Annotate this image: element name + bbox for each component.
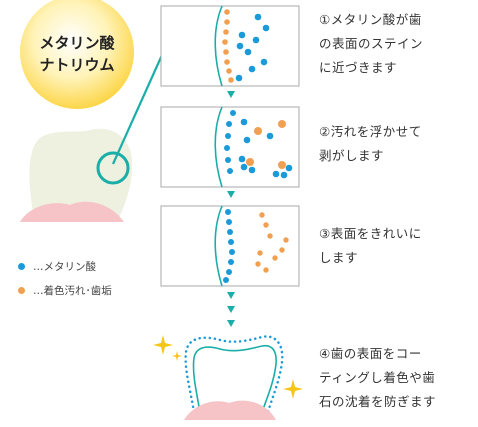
arrow-down-icon [227,320,235,327]
legend-label: …着色汚れ･歯垢 [33,285,112,297]
blue-dot-icon [18,263,25,270]
particles-panel-1 [222,9,270,83]
step-line: ①メタリン酸が歯 [319,12,422,27]
step-line: ②汚れを浮かせて [319,124,422,139]
step-line: ③表面をきれいに [319,226,422,241]
sparkle-icon [172,351,182,361]
arrow-down-icon [227,191,235,198]
step-2-text: ②汚れを浮かせて 剥がします [319,120,474,168]
arrow-down-icon [227,91,235,98]
sparkle-icon [153,335,173,355]
arrow-down-icon [227,306,235,313]
step-line: 剥がします [319,148,385,163]
particles-panel-2 [224,110,293,179]
step-line: 石の沈着を防ぎます [319,394,437,409]
sparkle-icons [153,335,303,399]
step-line: ティングし着色や歯 [319,370,436,385]
legend-label: …メタリン酸 [33,261,96,273]
particles-panel-3 [223,209,289,283]
step-line: します [319,250,359,265]
step-line: に近づきます [319,60,398,75]
tooth-illustration [20,54,164,222]
badge-line-2: ナトリウム [39,56,115,74]
step-line: の表面のステイン [319,36,424,51]
arrow-down-icons [227,91,235,327]
sparkle-icon [283,379,303,399]
arrow-down-icon [227,292,235,299]
step-panel-1 [160,5,300,87]
badge-line-1: メタリン酸 [39,34,115,52]
badge-circle [20,0,134,109]
zoom-circle [96,151,130,185]
step-3-text: ③表面をきれいに します [319,222,474,270]
step-4-text: ④歯の表面をコー ティングし着色や歯 石の沈着を防ぎます [319,342,474,414]
legend-item-stain: …着色汚れ･歯垢 [18,283,112,298]
orange-dot-icon [18,287,25,294]
zoom-pointer-line [111,54,164,165]
legend-item-metaphosphate: …メタリン酸 [18,259,96,274]
step-line: ④歯の表面をコー [319,346,422,361]
badge-label: メタリン酸 ナトリウム [24,32,130,76]
step-1-text: ①メタリン酸が歯 の表面のステイン に近づきます [319,8,474,80]
coated-tooth-illustration [184,335,284,420]
